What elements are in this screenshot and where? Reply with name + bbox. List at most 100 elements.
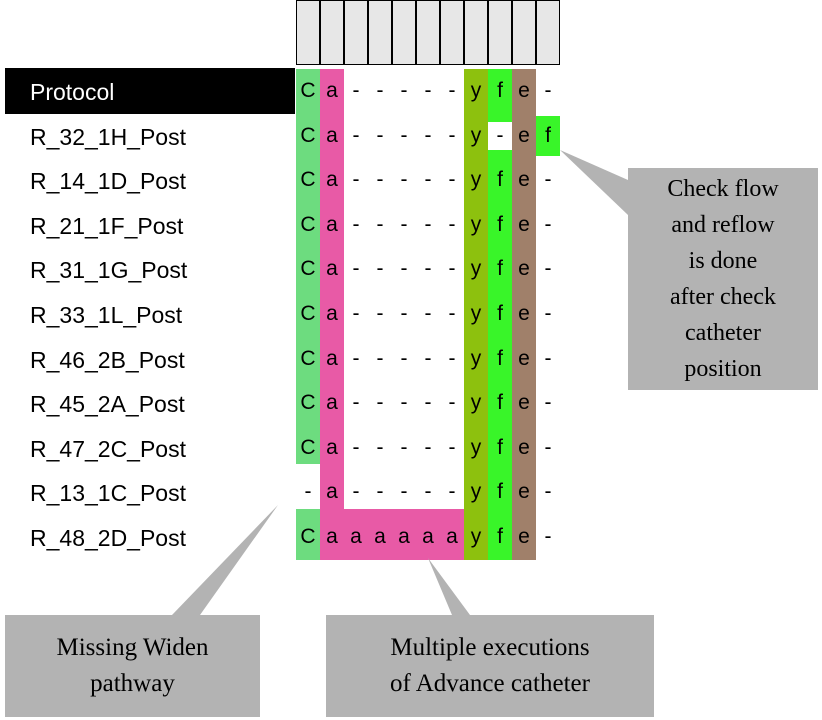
alignment-cell: C [300,79,316,102]
alignment-cell: a [422,525,434,548]
multiple-advance-callout: Multiple executions of Advance catheter [326,615,654,717]
alignment-cell: C [300,123,316,147]
alignment-cell: - [352,123,360,147]
alignment-cell: - [400,168,408,192]
alignment-cell: C [300,435,316,459]
alignment-cell: C [300,346,316,370]
alignment-cell: - [400,391,408,415]
column-header-box [464,0,488,65]
flow-band-top [488,69,512,122]
protocol-row-label: Protocol [30,79,115,105]
alignment-cell: - [376,391,384,415]
alignment-cell: f [497,212,503,236]
alignment-cell: - [544,525,552,548]
alignment-cell: - [544,480,552,504]
alignment-cell: C [300,168,316,192]
alignment-cell: - [448,123,456,147]
alignment-cell: f [497,525,503,548]
alignment-cell: - [448,168,456,192]
alignment-cell: a [350,525,362,548]
header-row-bar [5,68,295,114]
alignment-cell: e [518,435,530,459]
trace-row-label: R_46_2B_Post [30,346,185,373]
alignment-cell: f [497,435,503,459]
alignment-cell: - [448,435,456,459]
alignment-cell: - [352,79,360,102]
reflow-band [512,69,536,560]
alignment-cell: y [470,435,482,459]
alignment-cell: y [470,123,482,147]
alignment-cell: y [470,346,482,370]
check-flow-line-6: position [684,356,762,382]
alignment-cell: C [300,257,316,281]
trace-row-label: R_47_2C_Post [30,435,186,462]
column-header-box [488,0,512,65]
widen-band-lower [296,509,320,560]
column-header-box [440,0,464,65]
alignment-cell: - [448,480,456,504]
alignment-cell: a [326,123,338,147]
multiple-advance-pointer [428,558,470,615]
alignment-cell: e [518,257,530,281]
alignment-cell: - [400,346,408,370]
advance-band [320,69,344,560]
missing-widen-callout: Missing Widen pathway [5,615,260,717]
alignment-cell: - [544,168,552,192]
alignment-cell: - [424,346,432,370]
alignment-cell: - [352,168,360,192]
alignment-cell: - [544,346,552,370]
check-flow-pointer [560,150,628,215]
alignment-cell: - [304,480,312,504]
alignment-cell: - [376,212,384,236]
alignment-cell: - [352,391,360,415]
alignment-cell: a [326,212,338,236]
alignment-cell: a [326,480,338,504]
check-flow-line-2: and reflow [671,212,775,238]
multiple-advance-line-1: Multiple executions [390,634,590,661]
trace-row-label: R_32_1H_Post [30,123,186,150]
alignment-cell: - [352,346,360,370]
alignment-cell: - [424,123,432,147]
alignment-cell: - [400,480,408,504]
alignment-cell: e [518,391,530,415]
check-flow-callout: Check flow and reflow is done after chec… [628,168,818,390]
check-position-band [464,69,488,560]
alignment-cell: - [352,302,360,325]
alignment-cell: - [352,212,360,236]
check-flow-line-5: catheter [685,320,761,346]
alignment-cell: - [400,79,408,102]
alignment-cell: a [326,79,338,102]
alignment-cell: e [518,302,530,325]
alignment-cell: y [470,212,482,236]
alignment-cell: - [424,435,432,459]
column-header-box [416,0,440,65]
check-flow-line-4: after check [670,284,776,310]
alignment-cell: e [518,346,530,370]
alignment-cell: e [518,212,530,236]
check-flow-line-1: Check flow [667,176,779,202]
alignment-cell: y [470,302,482,325]
alignment-cell: a [326,257,338,281]
alignment-cell: - [424,79,432,102]
alignment-cell: e [518,525,530,548]
alignment-cell: - [424,391,432,415]
alignment-cell: a [326,525,338,548]
alignment-cell: - [400,212,408,236]
alignment-cell: - [424,168,432,192]
alignment-cell: - [376,302,384,325]
alignment-cell: - [352,257,360,281]
widen-band-upper [296,69,320,465]
alignment-cell: f [497,346,503,370]
alignment-cell: e [518,480,530,504]
alignment-cell: - [448,257,456,281]
alignment-cell: - [400,123,408,147]
alignment-cell: - [424,302,432,325]
alignment-cell: - [544,212,552,236]
alignment-cell: - [376,123,384,147]
alignment-cell: - [424,212,432,236]
flow-displaced-band [536,115,560,157]
alignment-cell: - [544,435,552,459]
alignment-cell: - [376,168,384,192]
alignment-cell: - [448,212,456,236]
